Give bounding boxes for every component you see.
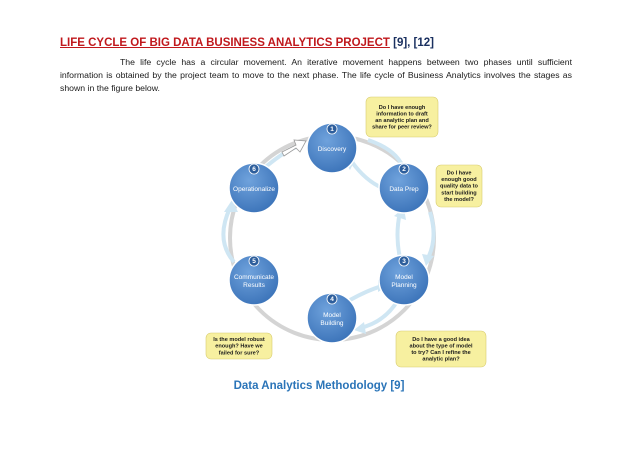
title-text: LIFE CYCLE OF BIG DATA BUSINESS ANALYTIC… — [60, 37, 390, 49]
phase-label: Communicate — [234, 274, 274, 281]
phase-circle — [378, 254, 430, 306]
phase-label: Planning — [391, 282, 417, 289]
note-line: about the type of model — [409, 343, 473, 349]
phase-number: 5 — [252, 258, 256, 265]
note-line: start building — [441, 190, 477, 196]
note-line: Do I have enough — [379, 105, 426, 111]
intro-paragraph: The life cycle has a circular movement. … — [60, 57, 572, 93]
title-references: [9], [12] — [393, 37, 435, 49]
note-box — [365, 96, 439, 138]
note-box — [435, 164, 483, 208]
note-line: information to draft — [376, 111, 428, 117]
note-line: enough good — [441, 177, 477, 183]
arrow-4-3-back — [349, 284, 383, 302]
figure-caption: Data Analytics Methodology [9] — [233, 380, 405, 392]
phase-label: Operationalize — [233, 186, 275, 193]
phase-number-badge — [326, 123, 338, 135]
phase-number-badge — [248, 163, 260, 175]
phase-number: 4 — [330, 296, 334, 303]
phase-number: 1 — [330, 126, 334, 133]
note-line: the model? — [444, 197, 474, 203]
note-line: analytic plan? — [422, 357, 460, 363]
phase-circle — [228, 254, 280, 306]
note-line: an analytic plan and — [375, 118, 429, 124]
arrow-2-3-forward — [426, 211, 436, 259]
phase-circle — [306, 122, 358, 174]
phase-number-badge — [326, 293, 338, 305]
phase-number: 3 — [402, 258, 406, 265]
phase-number: 6 — [252, 166, 256, 173]
phase-label: Discovery — [318, 146, 347, 153]
note-line: share for peer review? — [372, 125, 432, 131]
phase-number-badge — [398, 255, 410, 267]
phase-label: Building — [320, 320, 344, 327]
discovery-entry-arrow — [281, 139, 307, 157]
note-line: Do I have — [447, 171, 472, 177]
note-line: Is the model robust — [213, 337, 265, 343]
phase-label: Model — [395, 274, 413, 281]
phase-circle — [306, 292, 358, 344]
phase-number-badge — [398, 163, 410, 175]
phase-circle — [228, 162, 280, 214]
phase-label: Results — [243, 282, 265, 289]
note-line: enough? Have we — [215, 344, 263, 350]
note-line: to try? Can I refine the — [411, 350, 470, 356]
arrow-3-2-back — [395, 211, 402, 259]
phase-circle — [378, 162, 430, 214]
arrow-3-4-forward — [359, 298, 400, 330]
phase-number-badge — [248, 255, 260, 267]
document-title: LIFE CYCLE OF BIG DATA BUSINESS ANALYTIC… — [60, 37, 434, 49]
note-line: Do I have a good idea — [412, 337, 470, 343]
arrow-5-6 — [221, 207, 236, 264]
phase-number: 2 — [402, 166, 406, 173]
phase-label: Data Prep — [389, 186, 419, 193]
phase-label: Model — [323, 312, 341, 319]
note-line: quality data to — [440, 184, 478, 190]
note-line: failed for sure? — [219, 350, 260, 356]
note-box — [395, 330, 487, 368]
note-box — [205, 332, 273, 360]
